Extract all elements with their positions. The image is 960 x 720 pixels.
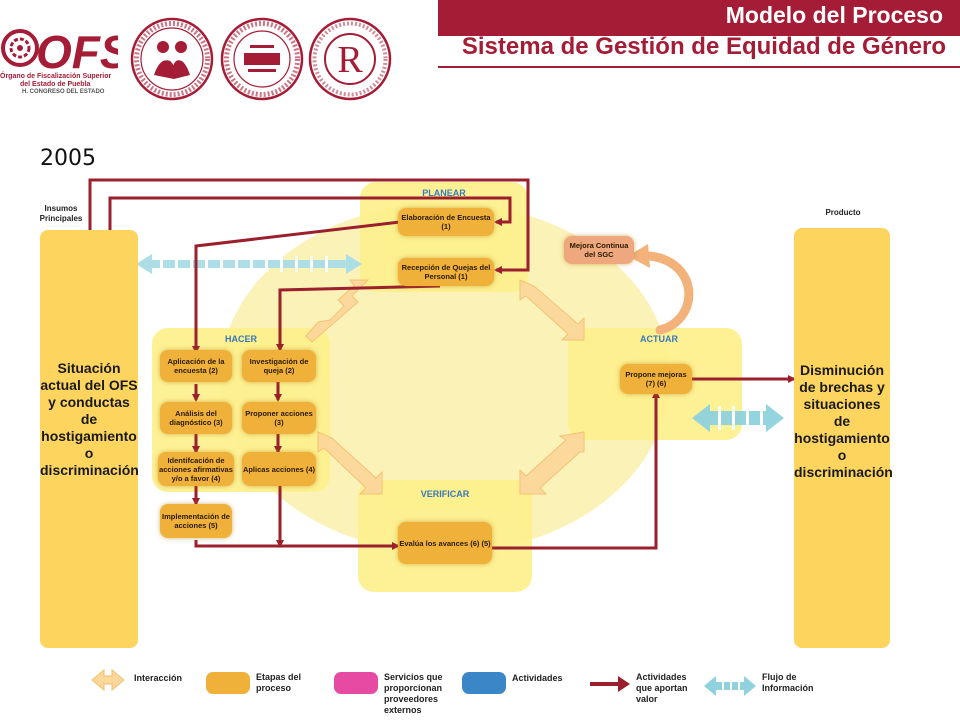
stage-planear-title: PLANEAR bbox=[422, 188, 466, 198]
info-flow-output bbox=[692, 404, 784, 432]
legend-activities-swatch bbox=[462, 672, 506, 694]
activity-propone-mejoras: Propone mejoras (7) (6) bbox=[620, 364, 692, 394]
ofs-logo-letters: OFS bbox=[36, 26, 118, 74]
org-name-line2: del Estado de Puebla bbox=[20, 81, 91, 88]
product-column: Disminución de brechas y situaciones de … bbox=[794, 228, 893, 648]
product-text: Disminución de brechas y situaciones de … bbox=[794, 362, 893, 480]
legend-services-swatch bbox=[334, 672, 378, 694]
header-rule bbox=[438, 66, 960, 68]
legend-info-flow-label: Flujo de Información bbox=[762, 672, 814, 693]
activity-aplicacion-encuesta: Aplicación de la encuesta (2) bbox=[160, 350, 232, 382]
interaction-arrow-hacer-verificar bbox=[317, 431, 383, 495]
legend-activities-label: Actividades bbox=[512, 673, 563, 683]
value-flow-implementacion-evalua bbox=[194, 540, 400, 550]
stage-hacer-title: HACER bbox=[224, 334, 257, 344]
activity-elaboracion-encuesta: Elaboración de Encuesta (1) bbox=[398, 208, 494, 236]
inputs-label: Insumos Principales bbox=[39, 204, 83, 223]
interaction-arrow-planear-actuar bbox=[519, 279, 585, 341]
activity-identificacion-acciones: Identifcación de acciones afirmativas y/… bbox=[158, 452, 234, 486]
value-flow-recepcion-investigacion bbox=[276, 284, 441, 352]
legend-interaction-label: Interacción bbox=[134, 673, 183, 683]
legend-value-arrow-icon bbox=[590, 676, 630, 692]
product-label: Producto bbox=[825, 208, 861, 217]
activity-recepcion-quejas: Recepción de Quejas del Personal (1) bbox=[398, 258, 494, 286]
legend-services-label: Servicios que proporcionan proveedores e… bbox=[384, 672, 443, 715]
activity-implementacion-acciones: Implementación de acciones (5) bbox=[160, 504, 232, 538]
ofs-logo: OFS Órgano de Fiscalización Superior del… bbox=[0, 18, 131, 96]
inputs-text: Situación actual del OFS y conductas de … bbox=[40, 360, 139, 478]
activity-evalua-avances: Evalúa los avances (6) (5) bbox=[398, 522, 492, 564]
value-flow-input-recepcion bbox=[108, 196, 512, 232]
iso-9001-seal bbox=[220, 17, 304, 101]
seal-r-letter: R bbox=[337, 39, 363, 81]
quality-register-seal: R bbox=[308, 17, 392, 101]
legend-stages-swatch bbox=[206, 672, 250, 694]
page-subtitle: Sistema de Gestión de Equidad de Género bbox=[461, 33, 946, 60]
info-flow-input bbox=[136, 254, 362, 274]
org-name-line3: H. CONGRESO DEL ESTADO bbox=[22, 89, 105, 95]
title-band bbox=[438, 0, 960, 36]
legend-info-flow-icon bbox=[704, 676, 756, 696]
interaction-arrow-actuar-verificar bbox=[519, 431, 585, 495]
activity-aplicas-acciones: Aplicas acciones (4) bbox=[242, 452, 316, 486]
activity-proponer-acciones: Proponer acciones (3) bbox=[242, 402, 316, 434]
legend-value-label: Actividades que aportan valor bbox=[636, 672, 688, 704]
stage-actuar-title: ACTUAR bbox=[640, 334, 678, 344]
interaction-arrow-planear-hacer bbox=[305, 279, 370, 343]
year-label: 2005 bbox=[40, 146, 96, 171]
activity-analisis-diagnostico: Análisis del diagnóstico (3) bbox=[160, 402, 232, 434]
gender-equity-seal bbox=[130, 17, 214, 101]
continuous-improvement-loop bbox=[645, 251, 694, 335]
value-flow-evalua-propone bbox=[492, 390, 660, 550]
stage-verificar-title: VERIFICAR bbox=[420, 489, 470, 499]
legend-interaction-icon bbox=[91, 668, 125, 692]
inputs-column: Situación actual del OFS y conductas de … bbox=[40, 230, 139, 648]
activity-mejora-continua: Mejora Continua del SGC bbox=[564, 236, 634, 264]
ofs-logo-mark: OFS bbox=[1, 26, 131, 78]
activity-investigacion-queja: Investigación de queja (2) bbox=[242, 350, 316, 382]
page-title: Modelo del Proceso bbox=[725, 2, 943, 28]
value-flow-elaboracion-aplicacion bbox=[192, 220, 401, 354]
org-name-line1: Órgano de Fiscalización Superior bbox=[0, 73, 112, 80]
legend-stages-label: Etapas del proceso bbox=[256, 672, 302, 693]
value-flow-input-elaboracion bbox=[88, 178, 530, 274]
